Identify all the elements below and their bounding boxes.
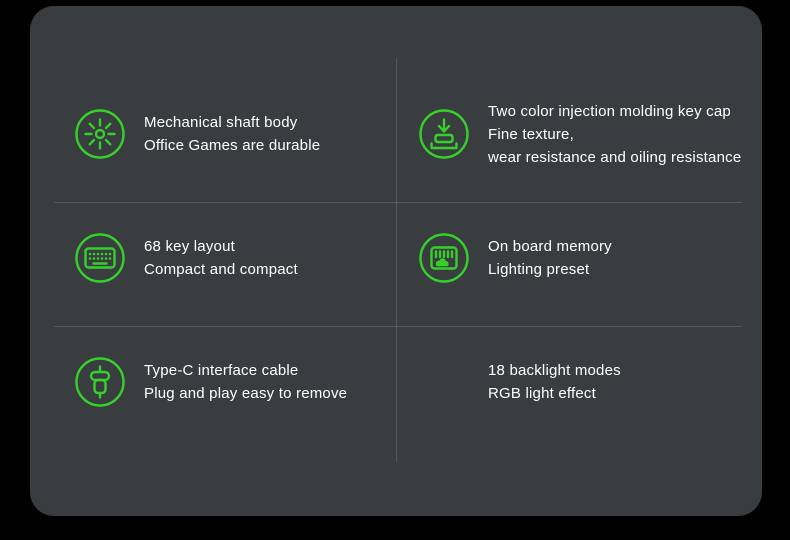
feature-line: RGB light effect — [488, 385, 596, 402]
feature-line: Office Games are durable — [144, 137, 321, 154]
onboard-memory-icon — [418, 232, 470, 284]
feature-line: 18 backlight modes — [488, 362, 621, 379]
feature-line: wear resistance and oiling resistance — [488, 148, 742, 166]
feature-row-1: Mechanical shaft body Office Games are d… — [30, 72, 762, 196]
feature-panel: Mechanical shaft body Office Games are d… — [30, 6, 762, 516]
feature-cell-onboard-memory: On board memory Lighting preset — [396, 196, 762, 320]
horizontal-divider-2 — [54, 326, 742, 327]
keycap-molding-icon — [418, 108, 470, 160]
feature-line: Type-C interface cable — [144, 362, 299, 379]
feature-text: Type-C interface cable Plug and play eas… — [144, 359, 347, 405]
vertical-divider — [396, 58, 397, 462]
mechanical-switch-icon — [74, 108, 126, 160]
feature-line: On board memory — [488, 238, 612, 255]
feature-cell-type-c: Type-C interface cable Plug and play eas… — [30, 320, 396, 444]
feature-cell-68-key: 68 key layout Compact and compact — [30, 196, 396, 320]
feature-row-2: 68 key layout Compact and compact — [30, 196, 762, 320]
feature-text: Mechanical shaft body Office Games are d… — [144, 111, 320, 157]
feature-cell-rgb-backlight: 18 backlight modes RGB light effect — [396, 320, 762, 444]
feature-line: 68 key layout — [144, 238, 235, 255]
feature-line: Lighting preset — [488, 261, 590, 278]
feature-line: Two color injection molding key cap — [488, 102, 731, 120]
feature-cell-keycap-molding: Two color injection molding key cap Fine… — [396, 72, 762, 196]
keyboard-layout-icon — [74, 232, 126, 284]
horizontal-divider-1 — [54, 202, 742, 203]
rgb-wheel-icon — [418, 356, 470, 408]
feature-line: Mechanical shaft body — [144, 114, 298, 131]
feature-text: Two color injection molding key cap Fine… — [488, 100, 741, 169]
feature-line: Plug and play easy to remove — [144, 385, 348, 402]
feature-line: Fine texture, — [488, 125, 574, 143]
feature-cell-mechanical-shaft: Mechanical shaft body Office Games are d… — [30, 72, 396, 196]
feature-text: 18 backlight modes RGB light effect — [488, 359, 621, 405]
type-c-plug-icon — [74, 356, 126, 408]
feature-line: Compact and compact — [144, 261, 298, 278]
feature-row-3: Type-C interface cable Plug and play eas… — [30, 320, 762, 444]
feature-text: 68 key layout Compact and compact — [144, 235, 298, 281]
feature-text: On board memory Lighting preset — [488, 235, 612, 281]
